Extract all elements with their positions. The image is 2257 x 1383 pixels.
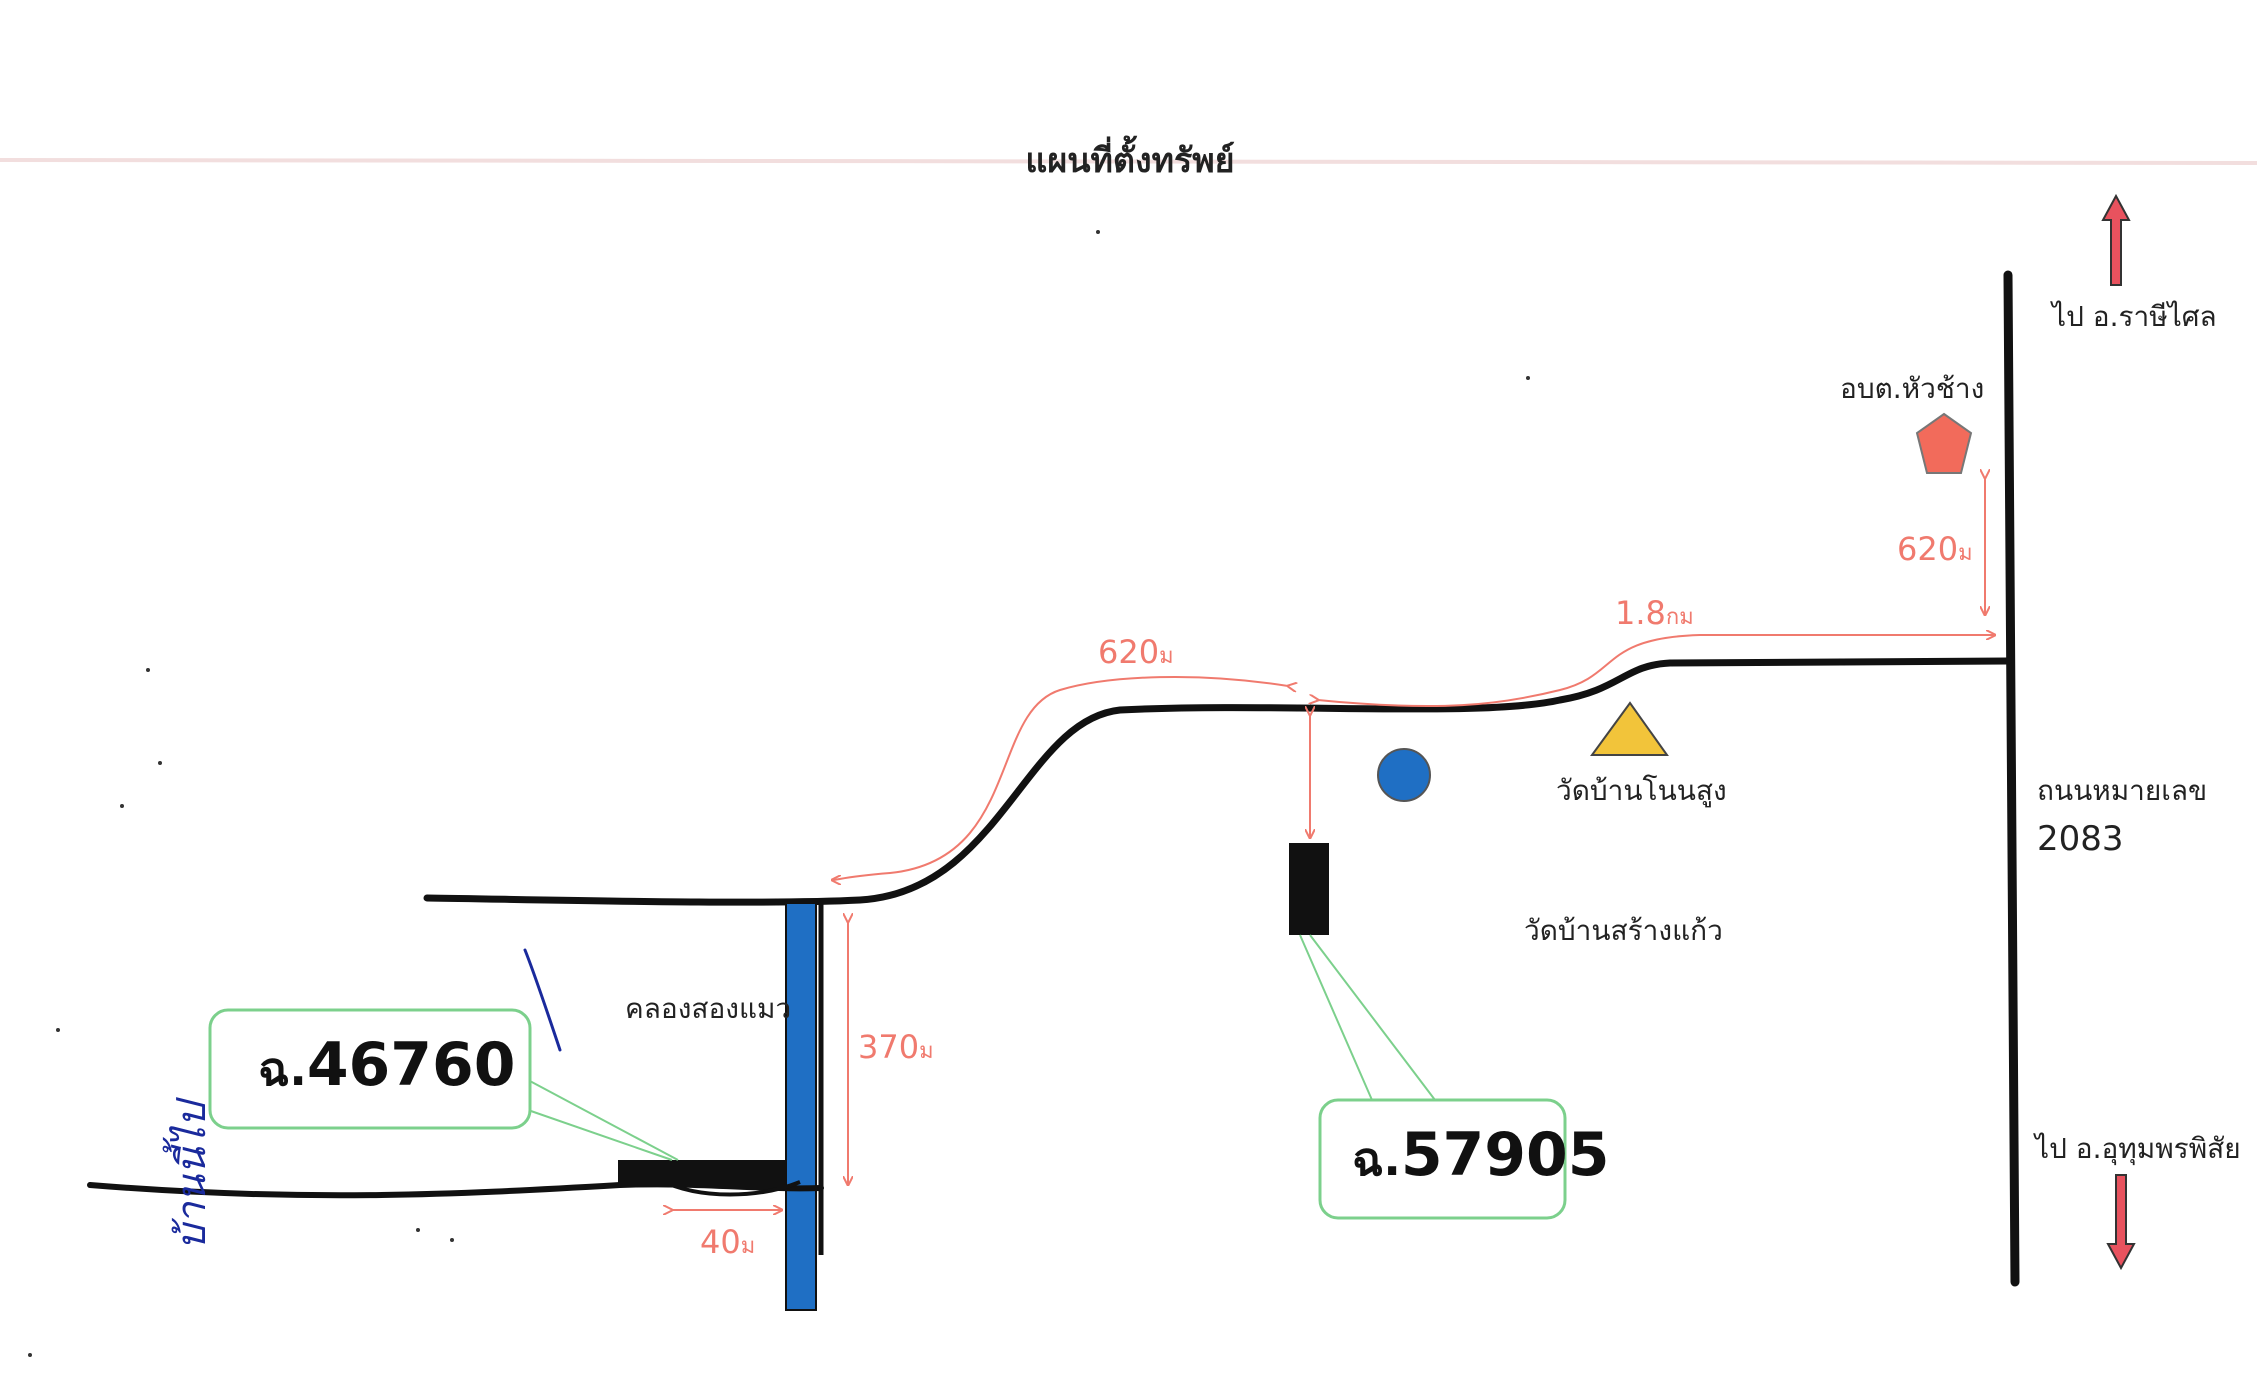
temple-non-sung-marker-icon <box>1590 701 1669 756</box>
canal <box>785 902 817 1311</box>
parcel-46760-label: ฉ.46760 <box>258 1030 516 1100</box>
highway-2083 <box>2003 270 2020 1287</box>
distance-label-sao: 620ม <box>1897 530 1973 568</box>
parcel-57905-callout <box>1318 1098 1567 1220</box>
parcel-57905-marker <box>1289 843 1329 935</box>
distance-arrow-highway <box>1318 635 1995 708</box>
south-arrow-icon <box>2106 1174 2136 1271</box>
temple-non-sung-label: วัดบ้านโนนสูง <box>1556 774 1727 808</box>
distance-label-parcel-46760: 40ม <box>700 1223 755 1261</box>
parcel-46760-marker <box>618 1160 786 1187</box>
map-title: แผนที่ตั้งทรัพย์ <box>1025 135 1234 181</box>
temple-circle-marker-icon <box>1377 748 1431 802</box>
canal-label: คลองสองแมว <box>625 992 791 1025</box>
scan-specks <box>28 230 1530 1357</box>
callout-pointer-46760 <box>527 1079 679 1161</box>
scan-line <box>0 158 2257 165</box>
distance-label-highway: 1.8กม <box>1615 594 1694 632</box>
south-direction-label: ไป อ.อุทุมพรพิสัย <box>2033 1132 2241 1166</box>
distance-label-canal: 370ม <box>858 1028 934 1066</box>
distance-label-curve: 620ม <box>1098 633 1174 671</box>
highway-number: 2083 <box>2037 819 2124 859</box>
secondary-road <box>423 657 2012 906</box>
temple-sang-kaeo-label: วัดบ้านสร้างแก้ว <box>1524 914 1723 947</box>
sao-office-marker-icon <box>1915 412 1973 474</box>
north-direction-label: ไป อ.ราษีไศล <box>2050 300 2217 333</box>
parcel-46760-callout <box>208 1008 532 1130</box>
highway-label: ถนนหมายเลข <box>2037 774 2207 807</box>
callout-pointer-57905 <box>1299 934 1436 1101</box>
parcel-57905-label: ฉ.57905 <box>1352 1120 1610 1190</box>
handwritten-note: บ้านนี้ไป <box>162 1096 215 1250</box>
north-arrow-icon <box>2101 193 2131 286</box>
sao-office-label: อบต.หัวช้าง <box>1840 372 1984 405</box>
distance-arrow-curve <box>832 675 1288 880</box>
handwritten-stroke <box>523 948 562 1052</box>
